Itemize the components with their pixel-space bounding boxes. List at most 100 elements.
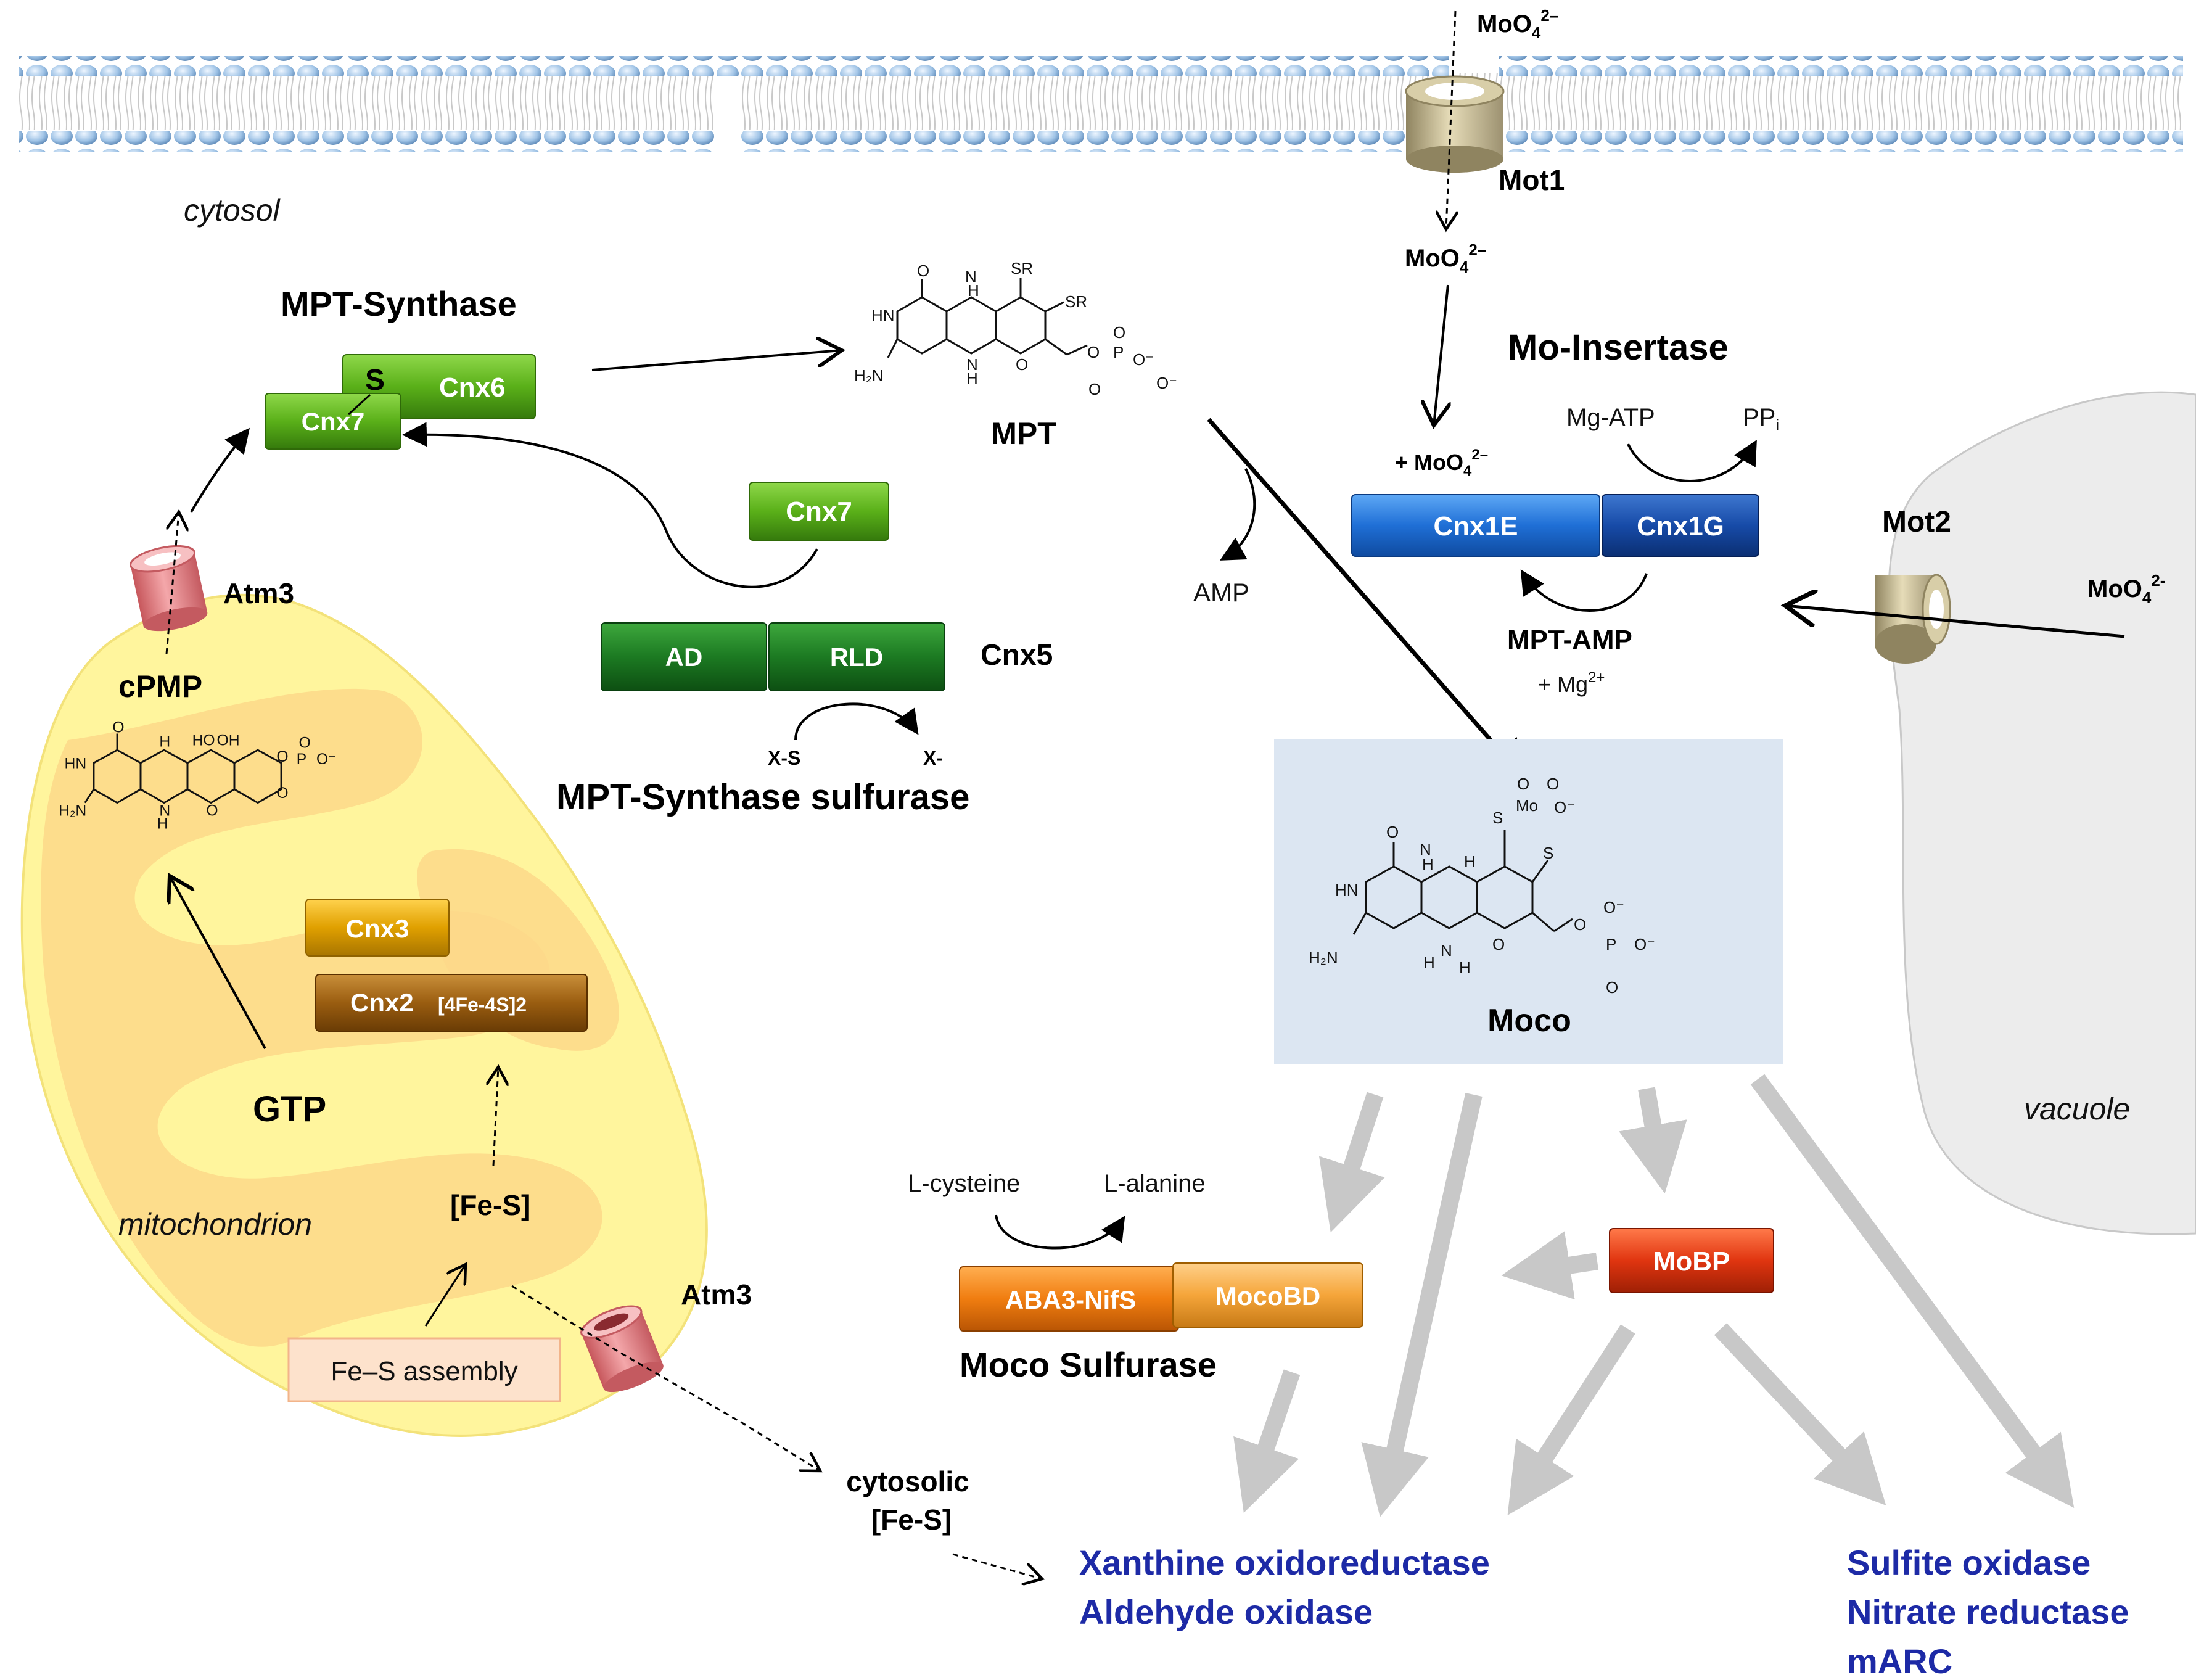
svg-text:H: H [157, 815, 168, 832]
svg-text:O: O [1113, 323, 1125, 342]
mot1-label: Mot1 [1499, 164, 1565, 196]
svg-text:SR: SR [1065, 292, 1087, 311]
svg-text:H: H [968, 281, 979, 300]
mpt-synthase-sulfurase-title: MPT-Synthase sulfurase [556, 777, 969, 817]
svg-text:RLD: RLD [830, 643, 883, 672]
mot2-transporter [1875, 574, 1951, 664]
lcysteine-label: L-cysteine [908, 1170, 1020, 1197]
svg-text:O⁻: O⁻ [1603, 898, 1624, 916]
cnx1e-domain: Cnx1E [1351, 494, 1600, 557]
svg-text:O: O [1087, 343, 1100, 361]
svg-text:O: O [1088, 380, 1101, 398]
amp-label: AMP [1193, 578, 1249, 607]
molybdate-inside: MoO42– [1405, 241, 1486, 276]
atm3-bottom-transporter [580, 1305, 664, 1393]
mitochondrion-label: mitochondrion [118, 1207, 312, 1241]
svg-text:O: O [1492, 935, 1505, 953]
svg-text:Cnx7: Cnx7 [302, 407, 365, 436]
svg-text:O: O [1517, 775, 1529, 793]
svg-text:Cnx7: Cnx7 [786, 496, 852, 527]
svg-text:ABA3-NifS: ABA3-NifS [1005, 1285, 1136, 1314]
fes-label: [Fe-S] [450, 1189, 530, 1221]
cnx5-label: Cnx5 [981, 639, 1053, 672]
sulfur-transfer-arrow [794, 702, 919, 741]
mg-label: + Mg2+ [1538, 669, 1605, 697]
svg-text:Cnx3: Cnx3 [346, 914, 409, 943]
cnx7-recycle-arrow [402, 422, 818, 588]
cytosol-label: cytosol [184, 193, 281, 228]
svg-text:O: O [1547, 775, 1559, 793]
svg-text:H: H [966, 369, 978, 387]
svg-text:MocoBD: MocoBD [1215, 1282, 1320, 1311]
svg-text:Cnx1E: Cnx1E [1434, 511, 1518, 541]
moco-box [1274, 739, 1783, 1064]
svg-text:P: P [1113, 343, 1124, 361]
svg-text:P: P [1606, 935, 1616, 953]
atm3-bottom-label: Atm3 [681, 1279, 752, 1311]
svg-text:O: O [276, 785, 288, 802]
molybdate-outside: MoO42– [1477, 6, 1558, 42]
mocobd-domain: MocoBD [1172, 1262, 1363, 1328]
mot1-transporter [1405, 75, 1505, 173]
svg-text:O: O [299, 735, 311, 751]
mot1-import-arrow [1446, 10, 1455, 229]
svg-text:O: O [1574, 915, 1586, 934]
moco-sulfurase-title: Moco Sulfurase [960, 1345, 1217, 1384]
svg-text:MoBP: MoBP [1653, 1246, 1730, 1277]
svg-text:N: N [966, 355, 978, 374]
cnx3-protein: Cnx3 [305, 899, 450, 957]
atm3-top-transporter [130, 545, 208, 632]
cnx7-protein-free: Cnx7 [749, 482, 889, 541]
sulfur-atom: S [365, 364, 385, 397]
cnx1g-domain: Cnx1G [1602, 494, 1759, 557]
svg-text:O⁻: O⁻ [316, 751, 336, 768]
svg-text:O: O [917, 261, 929, 280]
svg-text:H: H [1464, 852, 1476, 871]
x-label: X- [923, 747, 943, 769]
svg-text:O: O [276, 749, 288, 765]
lalanine-label: L-alanine [1104, 1170, 1206, 1197]
enzyme-sulfite-oxidase: Sulfite oxidase [1847, 1543, 2091, 1582]
enzyme-marc: mARC [1847, 1642, 1952, 1680]
cnx2-protein: Cnx2 [4Fe-4S]2 [315, 974, 588, 1032]
enzyme-nitrate-reductase: Nitrate reductase [1847, 1592, 2129, 1631]
svg-text:Cnx6: Cnx6 [439, 373, 506, 403]
svg-text:P: P [297, 751, 306, 768]
assembly-to-fes-arrow [424, 1264, 466, 1327]
mpt-synthase-title: MPT-Synthase [281, 284, 517, 323]
mot2-label: Mot2 [1882, 506, 1951, 538]
svg-text:Mo: Mo [1516, 796, 1538, 815]
vacuole [1888, 391, 2196, 1235]
moco-label: Moco [1487, 1003, 1571, 1039]
plasma-membrane [19, 56, 2183, 152]
cpmp-to-synthase-arrow [190, 427, 250, 513]
svg-text:O⁻: O⁻ [1133, 350, 1154, 369]
cpmp-label: cPMP [118, 669, 202, 704]
cnx7-protein-bound: Cnx7 [265, 393, 401, 450]
cpmp-export-arrow [165, 512, 179, 654]
svg-text:H: H [159, 733, 170, 750]
mo-insertase-title: Mo-Insertase [1508, 327, 1729, 368]
mobp-protein: MoBP [1609, 1228, 1774, 1293]
svg-text:Cnx1G: Cnx1G [1637, 511, 1724, 541]
svg-text:H: H [1423, 953, 1435, 972]
gtp-to-cpmp-arrow [170, 876, 266, 1049]
fes-assembly-box: Fe–S assembly [287, 1337, 561, 1402]
enzyme-aldehyde-oxidase: Aldehyde oxidase [1079, 1592, 1373, 1631]
enzyme-xanthine-oxidoreductase: Xanthine oxidoreductase [1079, 1543, 1490, 1582]
svg-text:Fe–S assembly: Fe–S assembly [331, 1356, 517, 1386]
svg-text:O: O [206, 803, 218, 820]
moco-distribution-arrows [1233, 1074, 2075, 1517]
cnx5-ad-domain: AD [601, 622, 767, 691]
svg-text:O⁻: O⁻ [1634, 935, 1655, 953]
svg-text:H₂N: H₂N [1309, 949, 1338, 967]
svg-text:O⁻: O⁻ [1156, 374, 1177, 392]
svg-text:OH: OH [216, 733, 239, 749]
svg-text:SR: SR [1011, 259, 1033, 278]
svg-text:N: N [1441, 941, 1452, 960]
gtp-label: GTP [253, 1089, 326, 1129]
